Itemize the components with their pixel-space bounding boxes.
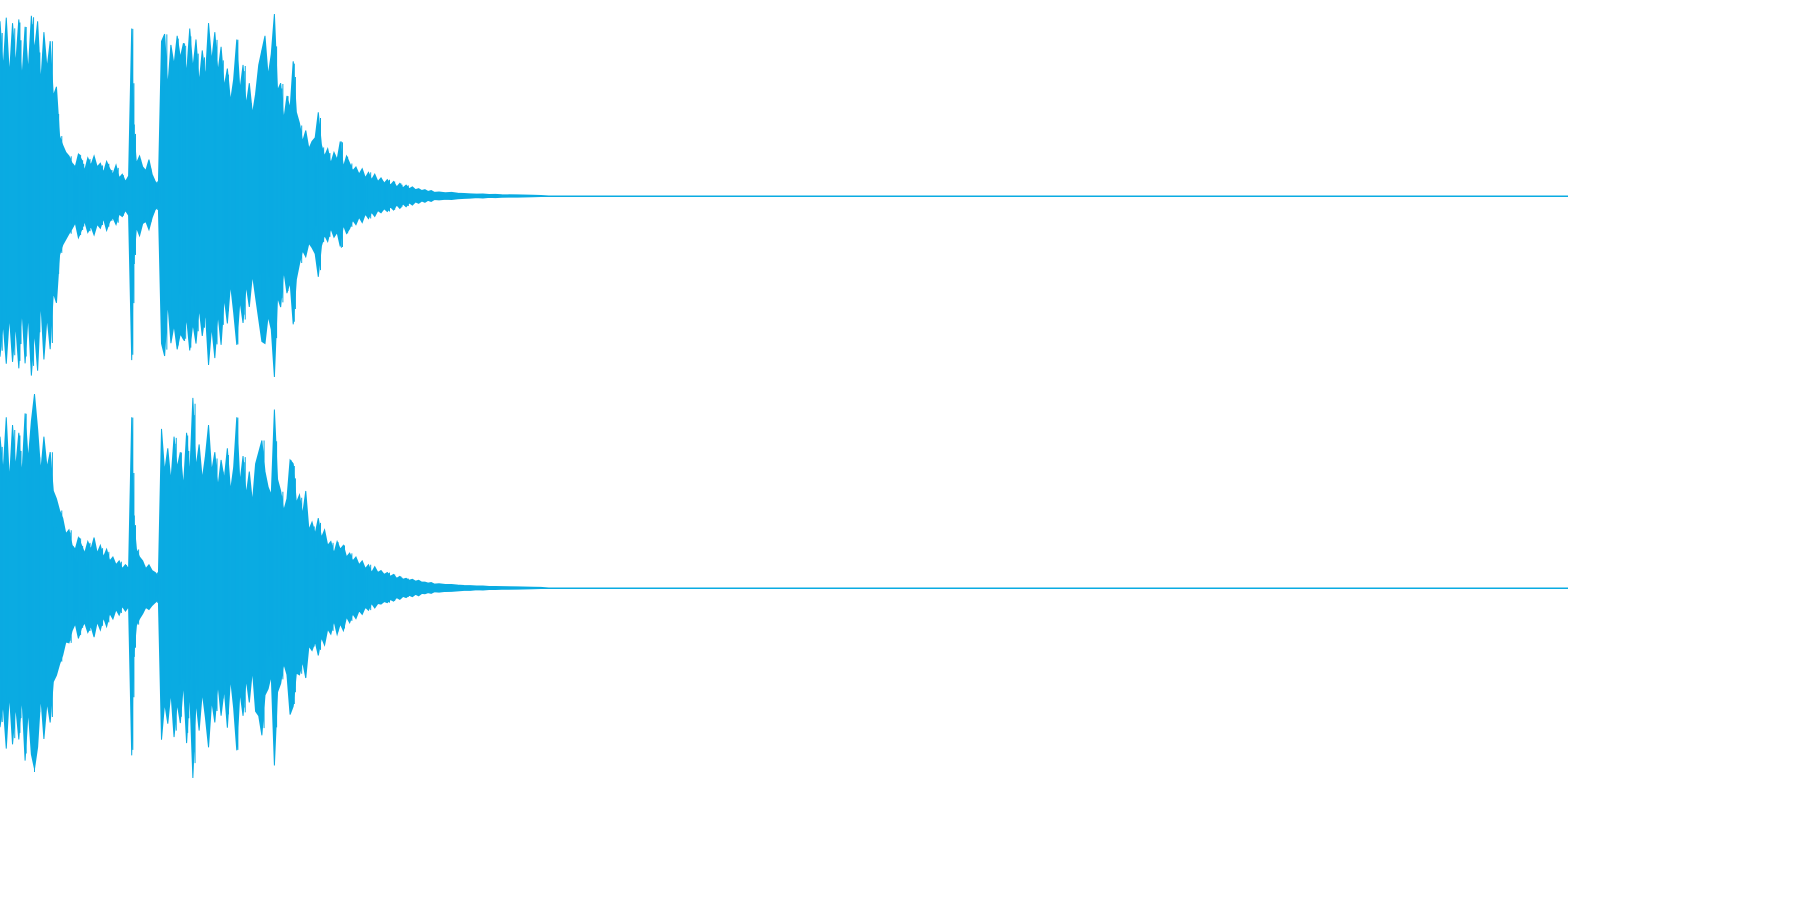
channel-left-waveform xyxy=(0,13,1568,378)
channel-right-waveform xyxy=(0,393,1568,778)
